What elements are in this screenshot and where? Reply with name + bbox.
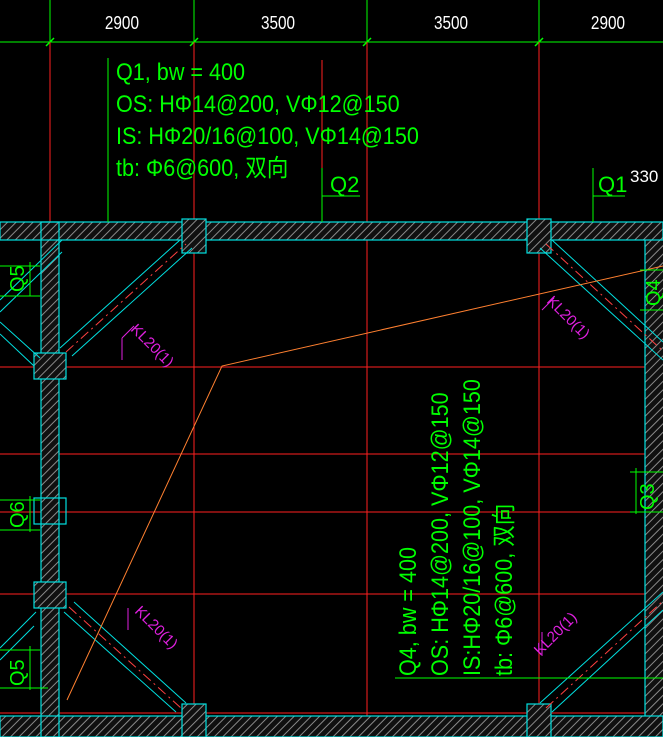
beam-label-leaders xyxy=(121,297,555,656)
q4-note-line1: Q4, bw = 400 xyxy=(394,547,421,676)
leader-line xyxy=(66,265,663,701)
q1-note-line3: IS: HΦ20/16@100, VΦ14@150 xyxy=(116,122,419,149)
wall-tag-q6: Q6 xyxy=(7,501,29,528)
wall-outline xyxy=(0,221,663,737)
q1-note-line2: OS: HΦ14@200, VΦ12@150 xyxy=(116,90,400,117)
q4-note-line4: tb: Φ6@600, 双向 xyxy=(490,504,517,676)
q1-note-line1: Q1, bw = 400 xyxy=(116,58,245,85)
wall-tag-q5-bottom: Q5 xyxy=(7,659,29,686)
dimension-label-1: 2900 xyxy=(105,13,139,34)
diagonal-beams xyxy=(0,239,663,713)
dimension-line-group xyxy=(0,0,663,50)
wall-tag-q4: Q4 xyxy=(643,279,663,306)
column-group xyxy=(33,218,552,737)
wall-tag-q2: Q2 xyxy=(330,172,359,197)
wall-tag-q3: Q3 xyxy=(637,483,659,510)
beam-centerlines xyxy=(65,243,663,709)
q4-note-line2: OS: HΦ14@200, VΦ12@150 xyxy=(426,392,453,676)
wall-tag-q5-top: Q5 xyxy=(7,265,29,292)
wall-tag-leaders xyxy=(0,168,663,690)
corner-dimension-330: 330 xyxy=(630,167,658,186)
dimension-label-4: 2900 xyxy=(591,13,625,34)
q1-note-line4: tb: Φ6@600, 双向 xyxy=(116,154,288,181)
wall-tag-q1: Q1 xyxy=(598,172,627,197)
q4-note-line3: IS:HΦ20/16@100, VΦ14@150 xyxy=(458,379,485,676)
dimension-label-2: 3500 xyxy=(261,13,295,34)
dimension-label-3: 3500 xyxy=(434,13,468,34)
